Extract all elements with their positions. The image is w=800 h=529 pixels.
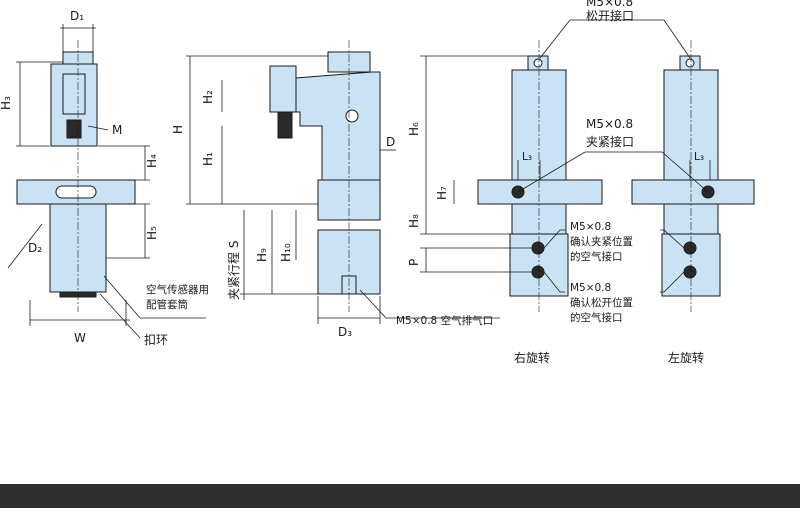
label-H1: H₁ <box>201 152 215 166</box>
flange-slot <box>55 185 97 199</box>
label-clamp-port: 夹紧接口 <box>586 134 634 149</box>
side-view-middle: H₂ H H₁ 夹紧行程 S H₉ H₁₀ D D₃ M5×0.8 空气排气口 <box>171 40 500 339</box>
confirm-clamp-leader-right <box>543 229 565 249</box>
pivot-hole <box>345 109 359 123</box>
label-buckle: 扣环 <box>144 333 168 347</box>
label-H9: H₉ <box>255 248 269 262</box>
confirm-clamp-hole <box>531 241 545 255</box>
confirm-release-leader-right <box>543 271 565 293</box>
arm-head <box>269 65 297 113</box>
confirm-release-hole <box>531 265 545 279</box>
label-confirm-clamp-line3: 的空气接口 <box>570 250 623 263</box>
buckle-leader <box>99 293 141 339</box>
label-P: P <box>407 259 421 266</box>
label-H7: H₇ <box>435 186 449 200</box>
label-confirm-clamp-line1: M5×0.8 <box>570 221 611 233</box>
label-L3-right: L₃ <box>522 151 532 163</box>
label-clamp-port-size: M5×0.8 <box>586 117 633 131</box>
confirm-clamp-hole <box>683 241 697 255</box>
bottom-bar <box>0 484 800 508</box>
label-stroke: 夹紧行程 S <box>226 241 241 300</box>
release-port-leader <box>539 19 691 59</box>
label-sensor-tube-line1: 空气传感器用 <box>146 283 209 296</box>
left-rotation-view <box>631 40 755 312</box>
label-right-rotation: 右旋转 <box>514 350 550 365</box>
lock-nut <box>66 119 82 139</box>
label-confirm-release-line1: M5×0.8 <box>570 282 611 294</box>
label-H3: H₃ <box>0 96 13 110</box>
label-top-port-partial: M5×0.8 <box>586 0 633 9</box>
label-H5: H₅ <box>145 226 159 240</box>
confirm-release-leader-left <box>660 271 685 293</box>
label-confirm-release-line2: 确认松开位置 <box>570 296 633 309</box>
label-D3: D₃ <box>338 325 352 339</box>
label-D1: D₁ <box>70 9 84 23</box>
label-confirm-release-line3: 的空气接口 <box>570 311 623 324</box>
label-H10: H₁₀ <box>279 243 293 262</box>
M-leader <box>87 125 109 131</box>
label-H: H <box>171 125 185 134</box>
label-confirm-clamp-line2: 确认夹紧位置 <box>570 235 633 248</box>
confirm-clamp-leader-left <box>660 229 685 249</box>
adjust-bolt <box>62 73 86 115</box>
label-L3-left: L₃ <box>694 151 704 163</box>
confirm-release-hole <box>683 265 697 279</box>
exhaust-leader <box>359 289 387 319</box>
label-H8: H₈ <box>407 214 421 228</box>
label-D2: D₂ <box>28 241 42 255</box>
mounting-flange <box>631 179 755 205</box>
dim-D2-leader <box>7 223 43 269</box>
label-exhaust: M5×0.8 空气排气口 <box>396 314 493 327</box>
label-sensor-tube-line2: 配管套筒 <box>146 298 188 311</box>
label-W: W <box>74 331 86 345</box>
sensor-leader <box>103 275 141 319</box>
contact-bolt <box>277 111 293 139</box>
label-left-rotation: 左旋转 <box>668 350 704 365</box>
label-D: D <box>386 135 395 149</box>
label-release-port: 松开接口 <box>586 8 634 23</box>
right-rotation-view <box>477 40 603 312</box>
right-annotations: M5×0.8 松开接口 H₆ M5×0.8 夹紧接口 L₃ L₃ H₇ H₈ P… <box>407 0 711 365</box>
label-H6: H₆ <box>407 122 421 136</box>
technical-drawing: D₁ H₃ M H₄ H₅ D₂ W 空气传感器用 配管套筒 扣环 <box>0 0 755 365</box>
label-M: M <box>112 123 122 137</box>
front-view-left: D₁ H₃ M H₄ H₅ D₂ W 空气传感器用 配管套筒 扣环 <box>0 9 209 347</box>
clamp-port-leader <box>517 151 709 193</box>
mounting-flange <box>477 179 603 205</box>
label-H2: H₂ <box>201 90 215 104</box>
label-H4: H₄ <box>145 154 159 168</box>
